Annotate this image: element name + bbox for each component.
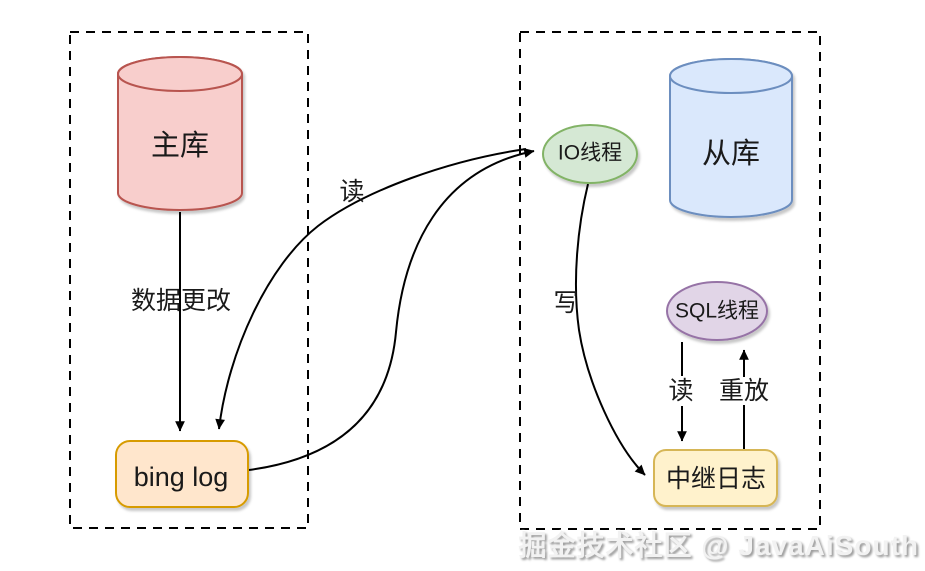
edge-data-change-label: 数据更改: [131, 287, 231, 315]
binlog-box: [115, 440, 249, 508]
master-db-label: 主库: [151, 129, 209, 162]
binlog-label: bing log: [134, 462, 229, 492]
sql-thread-node: [666, 281, 768, 341]
binlog-node: [115, 440, 249, 508]
relay-log-box: [653, 449, 778, 507]
edge-io-to-binlog-arrow: [215, 148, 527, 430]
edge-read-binlog-to-io-arrow: [248, 148, 535, 471]
slave-db-label: 从库: [702, 137, 760, 170]
edge-replay-label: 重放: [719, 377, 769, 405]
io-thread-node: [542, 124, 638, 184]
master-db-node: [117, 56, 243, 211]
relay-log-label: 中继日志: [666, 465, 766, 493]
edge-replay-label-bg: [716, 377, 773, 405]
slave-db-cylinder-top: [669, 58, 793, 94]
edge-write-relay-label: 写: [553, 289, 578, 317]
edge-write-relay-arrow: [574, 183, 646, 476]
edge-read-binlog-label: 读: [339, 178, 364, 206]
relay-log-node: [653, 449, 778, 507]
sql-thread-label: SQL线程: [675, 300, 759, 323]
master-group-box: [69, 31, 309, 529]
edge-read-relay-label: 读: [668, 377, 693, 405]
edge-read-relay-label-bg: [666, 376, 697, 406]
io-thread-label: IO线程: [558, 142, 622, 165]
edge-layer: [175, 148, 749, 476]
io-thread-ellipse: [542, 124, 638, 184]
slave-group-box: [519, 31, 821, 530]
master-db-cylinder-top: [117, 56, 243, 92]
sql-thread-ellipse: [666, 281, 768, 341]
slave-db-node: [669, 58, 793, 218]
